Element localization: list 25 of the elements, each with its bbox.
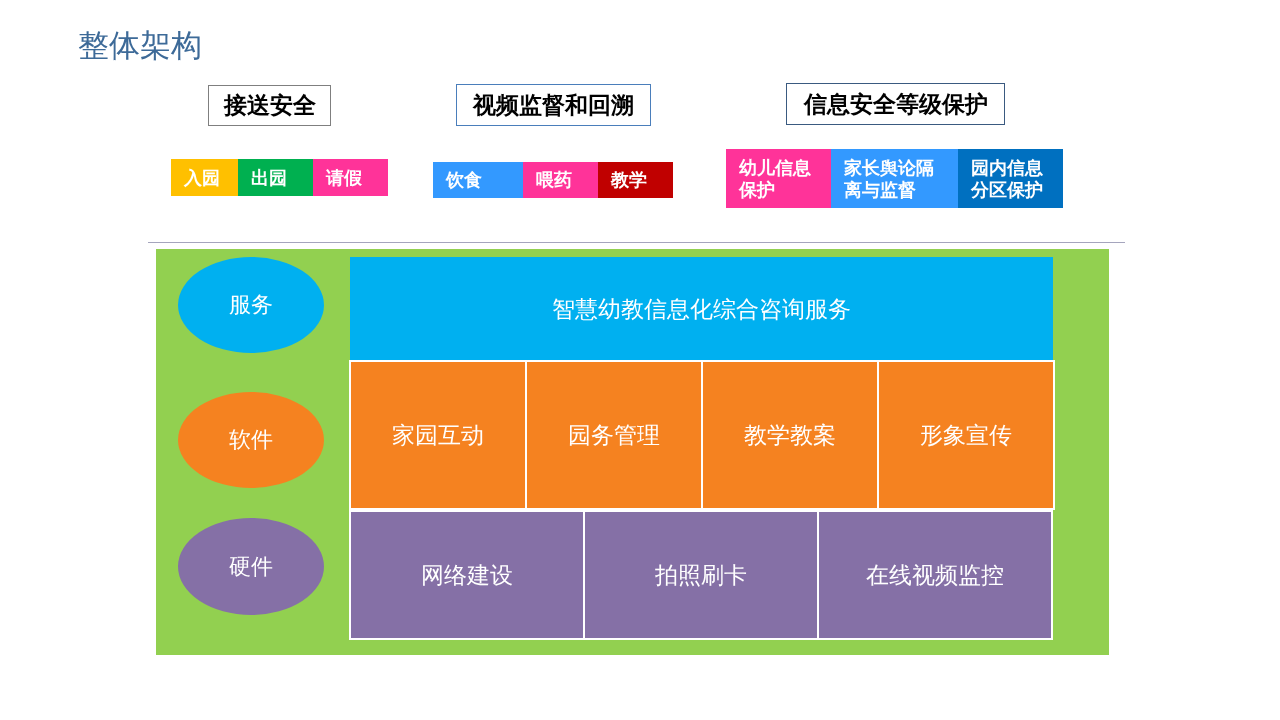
page-title: 整体架构 <box>78 26 202 64</box>
feature-tile: 幼儿信息保护 <box>726 149 831 208</box>
feature-tile: 请假 <box>313 159 388 196</box>
layer-ellipse: 软件 <box>178 392 324 488</box>
heading-box: 信息安全等级保护 <box>786 83 1005 125</box>
feature-tile: 教学 <box>598 162 673 198</box>
module-block: 园务管理 <box>525 360 703 510</box>
feature-tile: 家长舆论隔离与监督 <box>831 149 958 208</box>
module-block: 在线视频监控 <box>817 510 1053 640</box>
heading-box: 视频监督和回溯 <box>456 84 651 126</box>
module-block: 家园互动 <box>349 360 527 510</box>
feature-tile: 园内信息分区保护 <box>958 149 1063 208</box>
layer-ellipse: 硬件 <box>178 518 324 615</box>
module-block: 智慧幼教信息化综合咨询服务 <box>350 257 1053 361</box>
module-block: 网络建设 <box>349 510 585 640</box>
feature-tile: 饮食 <box>433 162 523 198</box>
module-block: 形象宣传 <box>877 360 1055 510</box>
feature-tile: 喂药 <box>523 162 598 198</box>
background-panel <box>156 249 1109 655</box>
feature-tile: 入园 <box>171 159 238 196</box>
module-block: 拍照刷卡 <box>583 510 819 640</box>
feature-tile: 出园 <box>238 159 313 196</box>
layer-ellipse: 服务 <box>178 257 324 353</box>
heading-box: 接送安全 <box>208 85 331 126</box>
module-block: 教学教案 <box>701 360 879 510</box>
